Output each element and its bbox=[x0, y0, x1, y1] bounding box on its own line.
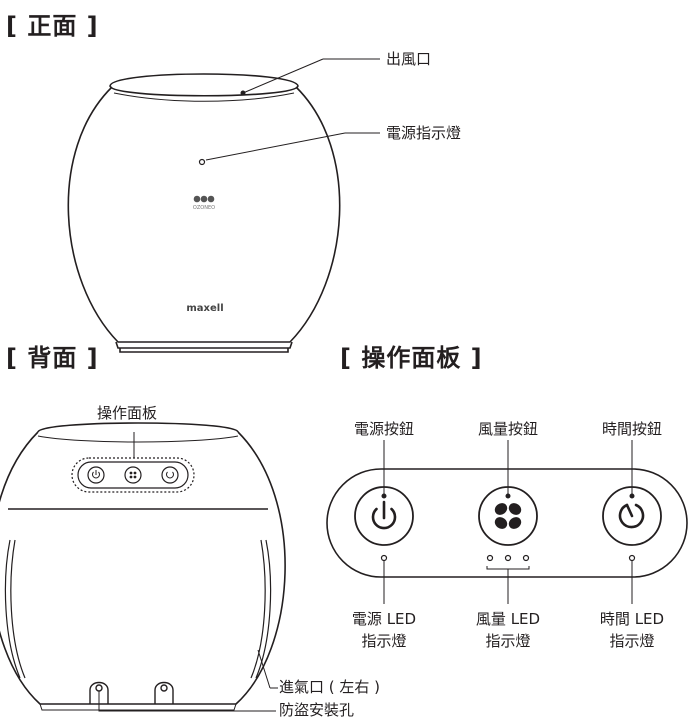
label-air-outlet: 出風口 bbox=[386, 50, 432, 68]
label-timer-button: 時間按鈕 bbox=[601, 420, 662, 438]
label-back-control-panel: 操作面板 bbox=[97, 404, 158, 422]
fan-icon bbox=[494, 503, 522, 529]
label-timer-led-line1: 時間 LED bbox=[599, 610, 665, 628]
power-led bbox=[380, 554, 388, 562]
fan-led-2 bbox=[504, 554, 512, 562]
label-anti-theft-hole: 防盜安裝孔 bbox=[279, 701, 355, 719]
fan-led-1 bbox=[486, 554, 494, 562]
back-panel-dotted-outline bbox=[71, 457, 195, 493]
fan-led-3 bbox=[522, 554, 530, 562]
label-power-indicator: 電源指示燈 bbox=[386, 124, 462, 142]
front-base bbox=[115, 341, 293, 349]
label-fan-led-line1: 風量 LED bbox=[475, 610, 541, 628]
label-fan-led-line2: 指示燈 bbox=[485, 632, 531, 650]
back-body-outline bbox=[0, 431, 286, 705]
ozone-logo-icon bbox=[193, 195, 215, 203]
power-icon bbox=[371, 500, 397, 530]
label-air-inlet: 進氣口 ( 左右 ) bbox=[279, 678, 381, 696]
front-body-outline bbox=[67, 86, 341, 343]
control-panel-outline bbox=[326, 468, 688, 578]
label-power-led-line1: 電源 LED bbox=[351, 610, 417, 628]
label-power-led-line2: 指示燈 bbox=[361, 632, 407, 650]
brand-logo: maxell bbox=[186, 303, 224, 314]
control-panel-title: [ 操作面板 ] bbox=[340, 344, 483, 372]
front-top-rim bbox=[109, 73, 299, 97]
back-view-title: [ 背面 ] bbox=[6, 344, 99, 372]
label-fan-button: 風量按鈕 bbox=[477, 420, 538, 438]
timer-led bbox=[628, 554, 636, 562]
front-view-title: [ 正面 ] bbox=[6, 12, 99, 40]
ozone-logo-caption: OZONEO bbox=[192, 205, 216, 211]
label-timer-led-line2: 指示燈 bbox=[609, 632, 655, 650]
label-power-button: 電源按鈕 bbox=[353, 420, 414, 438]
timer-icon bbox=[618, 503, 645, 529]
